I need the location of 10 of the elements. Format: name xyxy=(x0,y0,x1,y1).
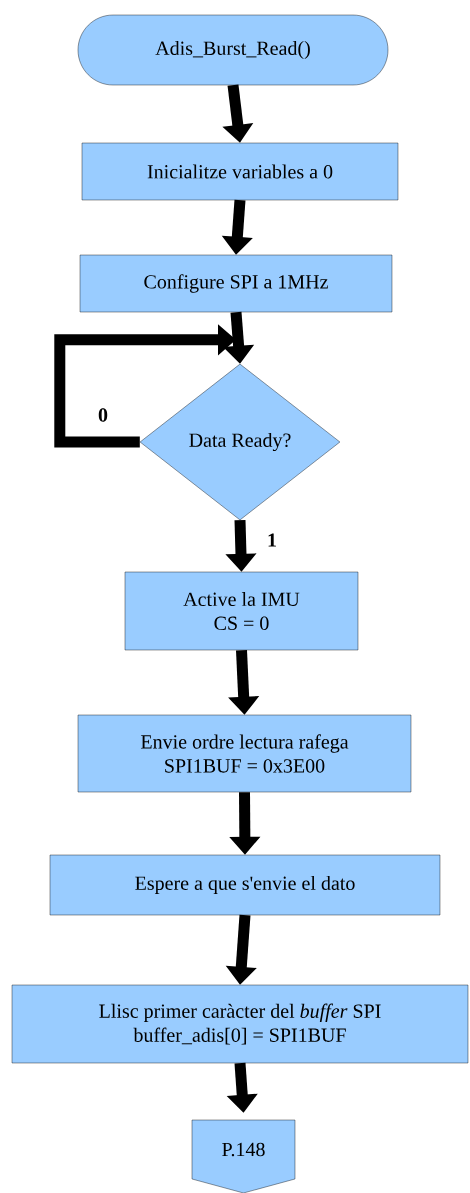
process-box: Espere a que s'envie el dato xyxy=(49,854,441,916)
process-box: Inicialitze variables a 0 xyxy=(81,142,399,201)
process-box: Envie ordre lectura rafega SPI1BUF = 0x3E00 xyxy=(77,714,412,793)
offpage-connector: P.148 xyxy=(191,1119,296,1193)
edge-label: 1 xyxy=(266,532,278,548)
process-box: Llisc primer caràcter del buffer SPI buffer_adis[0] = SPI1BUF xyxy=(11,984,469,1064)
process-box: Active la IMU CS = 0 xyxy=(124,571,359,651)
start-terminator: Adis_Burst_Read() xyxy=(77,14,389,86)
process-box: Configure SPI a 1MHz xyxy=(79,254,393,313)
edge-label: 0 xyxy=(97,407,109,423)
